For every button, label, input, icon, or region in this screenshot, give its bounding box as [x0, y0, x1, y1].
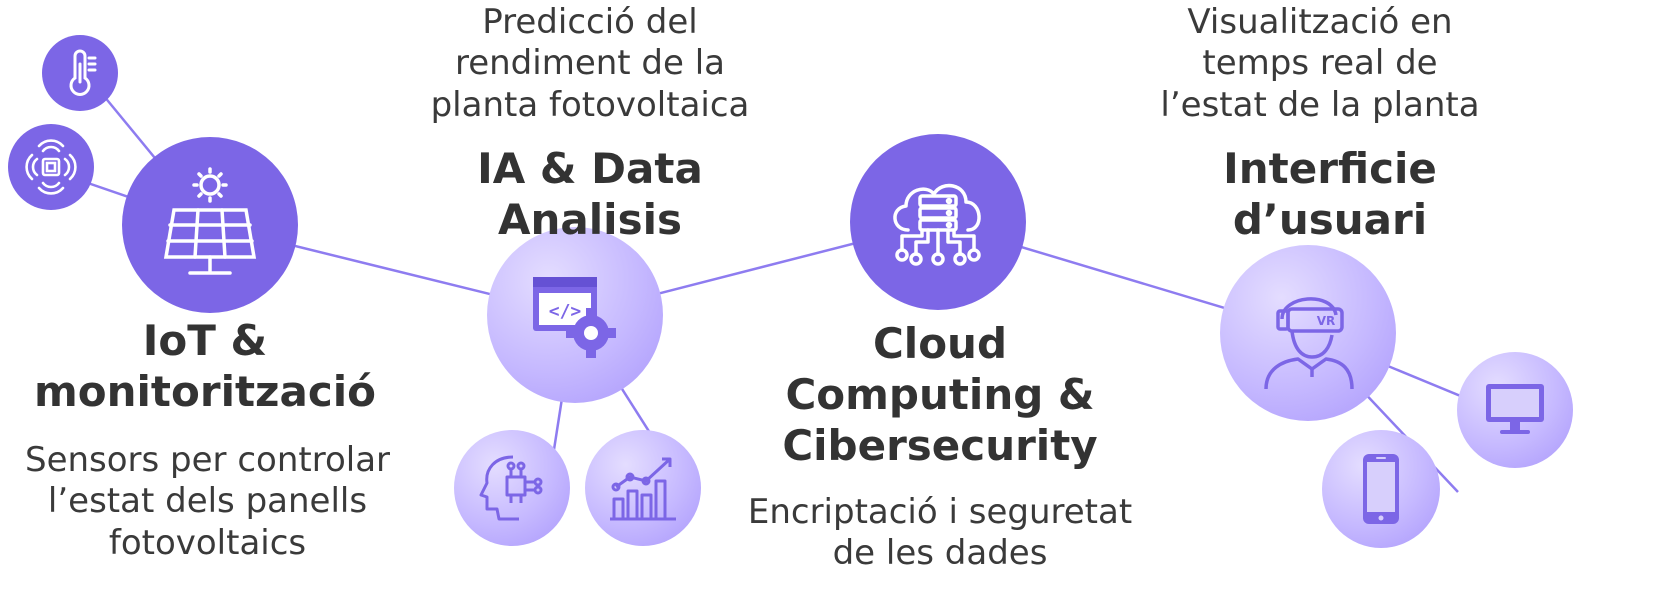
cloud-title-line2: Computing &: [785, 370, 1095, 420]
sensor-node[interactable]: [8, 124, 94, 210]
ai-head-node[interactable]: [454, 430, 570, 546]
chart-node[interactable]: [585, 430, 701, 546]
vr-label: VR: [1317, 314, 1336, 328]
ui-desc-line2: temps real de: [1202, 43, 1438, 84]
ai-title: IA & Data Analisis: [477, 144, 703, 245]
ai-desc-line1: Predicció del: [482, 2, 698, 42]
iot-description: Sensors per controlar l’estat dels panel…: [0, 440, 415, 564]
cloud-server-icon: [893, 183, 981, 266]
iot-title-line1: IoT &: [142, 316, 268, 365]
ai-node[interactable]: </>: [487, 227, 663, 403]
monitor-node[interactable]: [1457, 352, 1573, 468]
thermometer-icon: [69, 49, 97, 96]
thermometer-node[interactable]: [42, 35, 118, 111]
iot-title: IoT & monitorització: [20, 315, 390, 417]
sensor-signal-icon: [25, 139, 77, 195]
ui-desc-line1: Visualització en: [1187, 2, 1453, 42]
iot-node[interactable]: [122, 137, 298, 313]
iot-title-line2: monitorització: [34, 367, 376, 417]
iot-desc-line2: l’estat dels panells: [47, 481, 368, 522]
phone-node[interactable]: [1322, 430, 1440, 548]
solar-panel-icon: [163, 167, 257, 275]
ai-head-icon: [479, 455, 543, 521]
growth-chart-icon: [610, 457, 676, 521]
ui-description: Visualització en temps real de l’estat d…: [1120, 2, 1520, 126]
iot-desc-line3: fotovoltaics: [108, 522, 307, 563]
ui-node[interactable]: VR: [1220, 245, 1396, 421]
ai-desc-line2: rendiment de la: [454, 43, 726, 84]
smartphone-icon: [1363, 454, 1399, 524]
cloud-title-line3: Cibersecurity: [782, 421, 1098, 471]
ai-description: Predicció del rendiment de la planta fot…: [390, 2, 790, 126]
cloud-node[interactable]: [850, 134, 1026, 310]
cloud-title: Cloud Computing & Cibersecurity: [740, 318, 1140, 472]
cloud-desc-line2: de les dades: [832, 533, 1048, 574]
monitor-icon: [1486, 384, 1544, 434]
cloud-description: Encriptació i seguretat de les dades: [720, 492, 1160, 575]
cloud-title-line1: Cloud: [872, 319, 1008, 368]
cloud-desc-line1: Encriptació i seguretat: [747, 492, 1133, 532]
ai-desc-line3: planta fotovoltaica: [430, 84, 750, 125]
ui-desc-line3: l’estat de la planta: [1160, 84, 1480, 125]
iot-desc-line1: Sensors per controlar: [24, 440, 391, 480]
ui-title: Interficie d’usuari: [1223, 144, 1437, 245]
svg-text:</>: </>: [549, 301, 582, 322]
vr-user-icon: VR: [1264, 297, 1354, 390]
code-gear-icon: </>: [533, 277, 616, 358]
